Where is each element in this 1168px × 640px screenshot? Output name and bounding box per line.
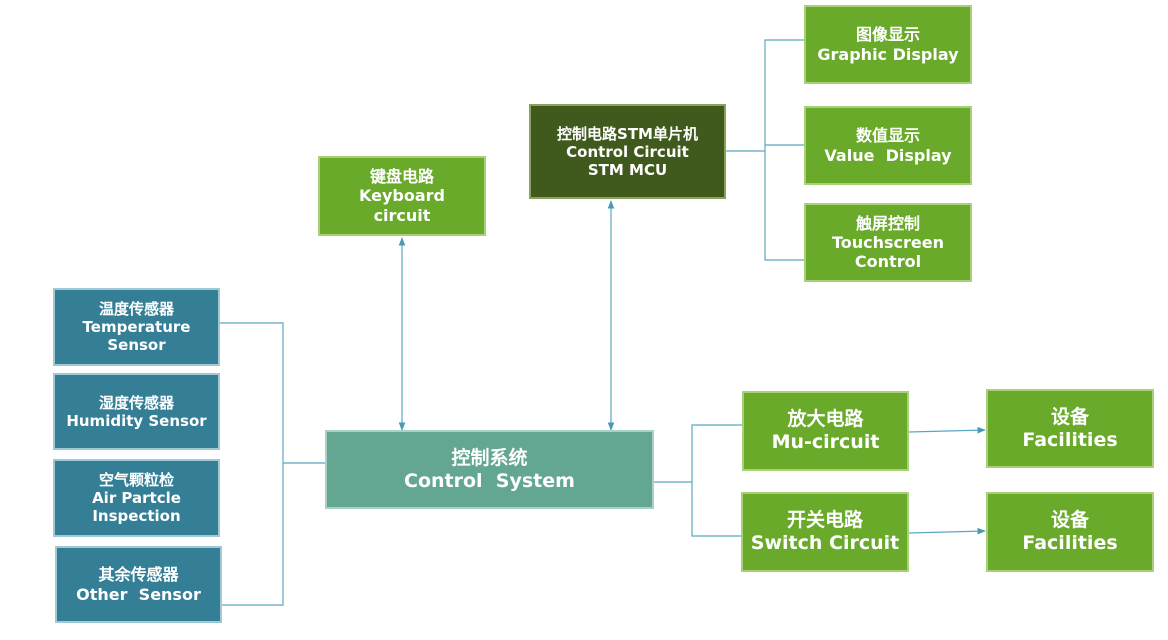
- keyboard-en1: Keyboard: [359, 186, 445, 206]
- temperature-sensor-en1: Temperature: [82, 318, 191, 336]
- graphic-display-en: Graphic Display: [817, 44, 959, 64]
- mcu-en1: Control Circuit: [566, 142, 689, 161]
- value-display-cn: 数值显示: [855, 126, 920, 146]
- facility-1-cn: 设备: [1050, 405, 1089, 428]
- sensor-bracket-line: [220, 322, 284, 606]
- amp-en: Mu-circuit: [771, 431, 880, 453]
- other-sensor-en: Other Sensor: [76, 584, 201, 604]
- temperature-sensor-box: 温度传感器 Temperature Sensor: [53, 288, 220, 366]
- control-system-en: Control System: [404, 469, 575, 492]
- keyboard-circuit-box: 键盘电路 Keyboard circuit: [318, 156, 486, 236]
- facility-2-cn: 设备: [1050, 509, 1089, 532]
- switch-to-facility-arrow: [908, 527, 986, 535]
- amp-cn: 放大电路: [787, 408, 864, 431]
- air-particle-en1: Air Partcle: [92, 489, 181, 507]
- mcu-cn: 控制电路STM单片机: [557, 124, 698, 143]
- facility-2-en: Facilities: [1022, 532, 1118, 554]
- air-particle-cn: 空气颗粒检: [98, 471, 174, 489]
- touchscreen-cn: 触屏控制: [855, 213, 920, 233]
- touchscreen-en2: Control: [854, 252, 922, 272]
- keyboard-cn: 键盘电路: [369, 167, 434, 187]
- temperature-sensor-cn: 温度传感器: [98, 300, 174, 318]
- facilities-box-1: 设备 Facilities: [986, 389, 1154, 468]
- mcu-en2: STM MCU: [587, 160, 668, 179]
- keyboard-en2: circuit: [373, 205, 431, 225]
- humidity-sensor-box: 湿度传感器 Humidity Sensor: [53, 373, 220, 450]
- switch-cn: 开关电路: [786, 509, 863, 532]
- temperature-sensor-en2: Sensor: [107, 336, 166, 354]
- graphic-display-cn: 图像显示: [855, 25, 920, 45]
- other-sensor-box: 其余传感器 Other Sensor: [55, 546, 222, 623]
- switch-en: Switch Circuit: [750, 532, 900, 554]
- amp-to-facility-arrow: [908, 426, 986, 434]
- display-bracket: [764, 39, 804, 261]
- graphic-display-box: 图像显示 Graphic Display: [804, 5, 972, 84]
- facility-1-en: Facilities: [1022, 428, 1118, 451]
- mcu-box: 控制电路STM单片机 Control Circuit STM MCU: [529, 104, 726, 199]
- air-particle-sensor-box: 空气颗粒检 Air Partcle Inspection: [53, 459, 220, 537]
- facilities-box-2: 设备 Facilities: [986, 492, 1154, 572]
- switch-circuit-box: 开关电路 Switch Circuit: [741, 492, 909, 572]
- control-system-cn: 控制系统: [451, 446, 528, 469]
- humidity-sensor-en: Humidity Sensor: [66, 411, 207, 430]
- amplifier-circuit-box: 放大电路 Mu-circuit: [742, 391, 909, 471]
- touchscreen-control-box: 触屏控制 Touchscreen Control: [804, 203, 972, 282]
- other-sensor-cn: 其余传感器: [98, 565, 179, 585]
- touchscreen-en1: Touchscreen: [831, 232, 945, 252]
- control-system-box: 控制系统 Control System: [325, 430, 654, 509]
- value-display-en: Value Display: [824, 145, 952, 165]
- air-particle-en2: Inspection: [92, 507, 181, 525]
- circuit-bracket: [691, 424, 742, 537]
- humidity-sensor-cn: 湿度传感器: [98, 393, 174, 412]
- value-display-box: 数值显示 Value Display: [804, 106, 972, 185]
